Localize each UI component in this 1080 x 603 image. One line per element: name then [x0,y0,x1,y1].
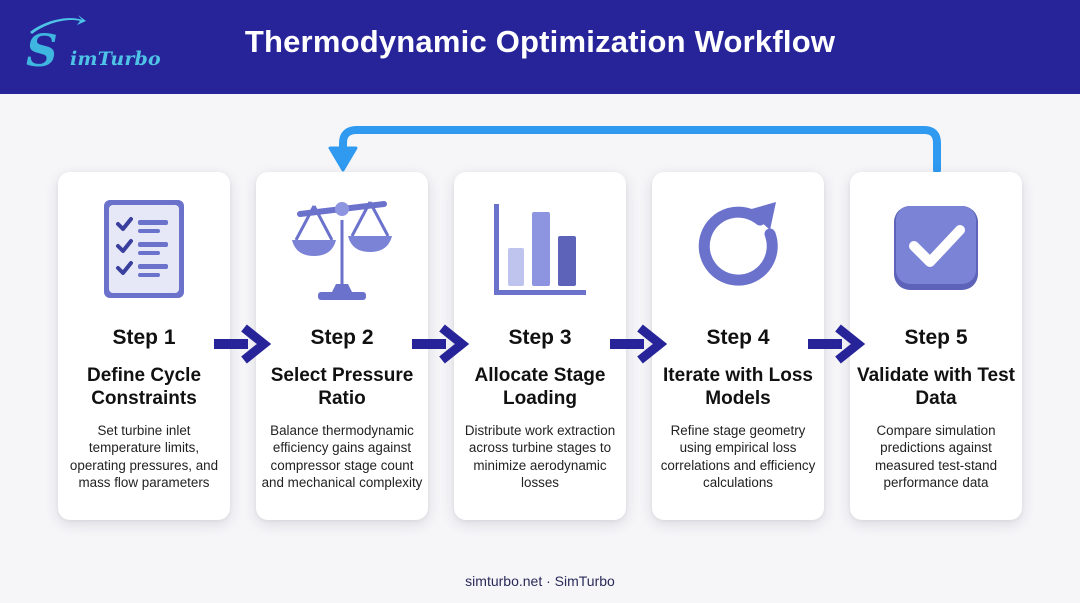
step-title: Validate with Test Data [856,365,1016,409]
step-title: Allocate Stage Loading [474,365,606,409]
flow-arrow-icon [610,324,668,364]
step-card-3: Step 3 Allocate Stage Loading Distribute… [454,172,626,520]
header-banner: S imTurbo Thermodynamic Optimization Wor… [0,0,1080,94]
circular-arrow-icon [678,194,798,304]
step-title: Select Pressure Ratio [270,365,414,409]
page-title: Thermodynamic Optimization Workflow [244,24,836,59]
step-label: Step 4 [706,326,770,349]
checklist-icon [84,194,204,304]
step-label: Step 3 [508,326,572,349]
balance-scale-icon [282,194,402,304]
bar-chart-icon [480,194,600,304]
step-card-2: Step 2 Select Pressure Ratio Balance the… [256,172,428,520]
step-label: Step 2 [310,326,374,349]
step-card-1: Step 1 Define Cycle Constraints Set turb… [58,172,230,520]
step-description: Compare simulation predictions against m… [874,423,998,491]
step-card-5: Step 5 Validate with Test Data Compare s… [850,172,1022,520]
step-description: Balance thermodynamic efficiency gains a… [261,423,423,491]
step-description: Refine stage geometry using empirical lo… [660,423,816,491]
logo-text: imTurbo [70,48,161,70]
checkmark-icon [876,194,996,304]
step-description: Distribute work extraction across turbin… [464,423,616,491]
step-title: Iterate with Loss Models [663,365,813,409]
step-label: Step 1 [112,326,176,349]
feedback-loop-arrow [328,126,941,174]
footer-credit: simturbo.net · SimTurbo [465,573,615,589]
flow-arrow-icon [808,324,866,364]
step-description: Set turbine inlet temperature limits, op… [69,423,219,491]
svg-text:S: S [26,26,58,77]
step-card-4: Step 4 Iterate with Loss Models Refine s… [652,172,824,520]
flow-arrow-icon [412,324,470,364]
simturbo-logo: S imTurbo [24,14,161,80]
step-label: Step 5 [904,326,968,349]
flow-arrow-icon [214,324,272,364]
step-title: Define Cycle Constraints [86,365,202,409]
logo-swoosh-icon: S [26,15,86,77]
